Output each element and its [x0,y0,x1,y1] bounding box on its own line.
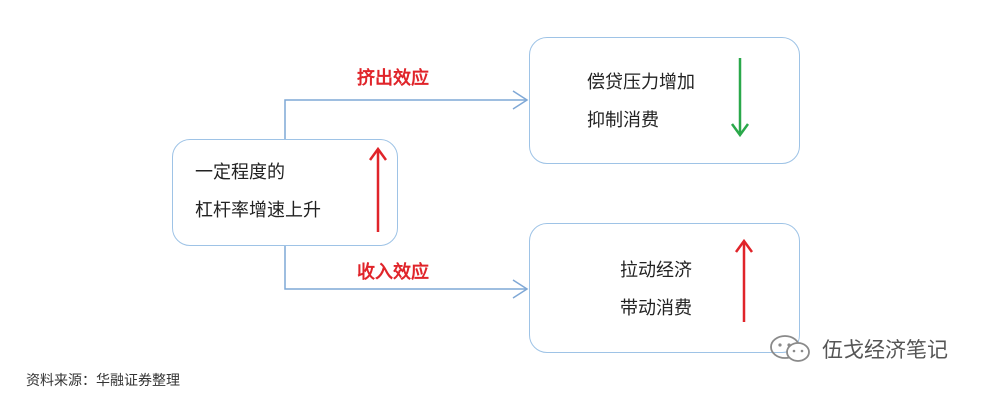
leverage-rise-line1: 一定程度的 [195,162,285,183]
repayment-pressure-line1: 偿贷压力增加 [587,72,695,93]
economy-boost-box: 拉动经济 带动消费 [529,223,800,353]
repayment-pressure-line2: 抑制消费 [587,110,659,131]
watermark: 伍戈经济笔记 [768,334,948,364]
connector-crowding-out-head [512,90,529,110]
connector-income [284,246,527,290]
source-note: 资料来源：华融证券整理 [26,373,180,389]
up-arrow-icon [734,238,754,322]
connector-income-head [512,279,529,299]
leverage-rise-box: 一定程度的 杠杆率增速上升 [172,139,398,246]
crowding-out-effect-label: 挤出效应 [357,68,429,89]
down-arrow-icon [730,58,750,138]
watermark-text: 伍戈经济笔记 [822,338,948,362]
economy-boost-line1: 拉动经济 [620,260,692,281]
income-effect-label: 收入效应 [357,262,429,283]
wechat-icon [770,335,810,362]
up-arrow-icon [369,146,387,232]
economy-boost-line2: 带动消费 [620,298,692,319]
repayment-pressure-box: 偿贷压力增加 抑制消费 [529,37,800,164]
leverage-rise-line2: 杠杆率增速上升 [195,200,321,221]
connector-crowding-out [284,99,527,139]
